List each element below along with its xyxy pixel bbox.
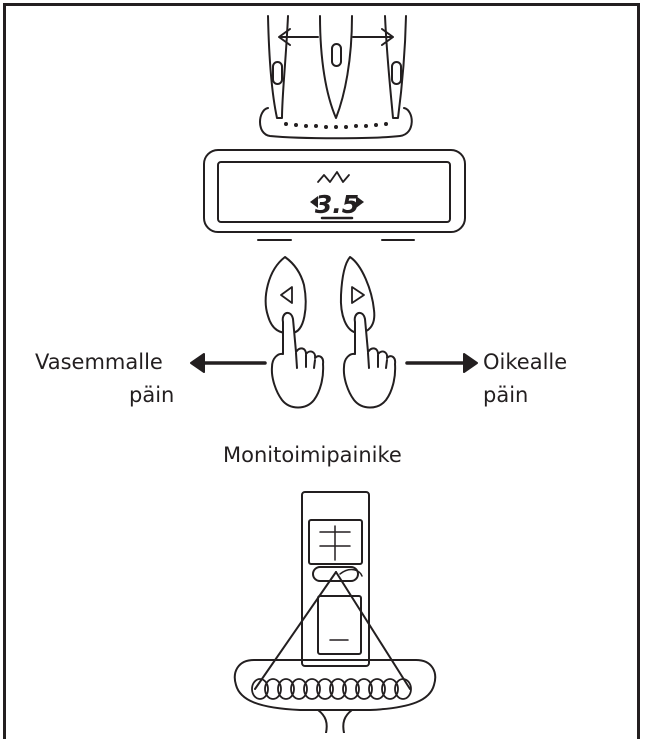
left-hand-illustration — [272, 313, 323, 408]
label-right-line2: päin — [483, 383, 528, 407]
label-left-line2: päin — [129, 383, 174, 407]
label-right-line1: Oikealle — [483, 350, 567, 374]
right-hand-illustration — [344, 313, 395, 408]
presser-foot-illustration — [235, 492, 435, 733]
increase-arrow-icon — [356, 196, 364, 208]
zigzag-stitch-icon — [318, 172, 349, 182]
arrow-left-direction-icon — [191, 354, 265, 372]
stitch-loops — [252, 679, 411, 699]
needle-swing-illustration — [260, 16, 412, 138]
label-left-line1: Vasemmalle — [35, 350, 163, 374]
caption: Monitoimipainike — [223, 443, 402, 467]
triangle-right-icon — [352, 287, 364, 303]
right-arrow-icon — [353, 29, 393, 45]
display-value: 3.5 — [315, 190, 359, 219]
arrow-right-direction-icon — [407, 354, 477, 372]
stitch-display: 3.5 — [204, 150, 465, 240]
left-arrow-icon — [279, 29, 318, 45]
triangle-left-icon — [281, 287, 292, 303]
